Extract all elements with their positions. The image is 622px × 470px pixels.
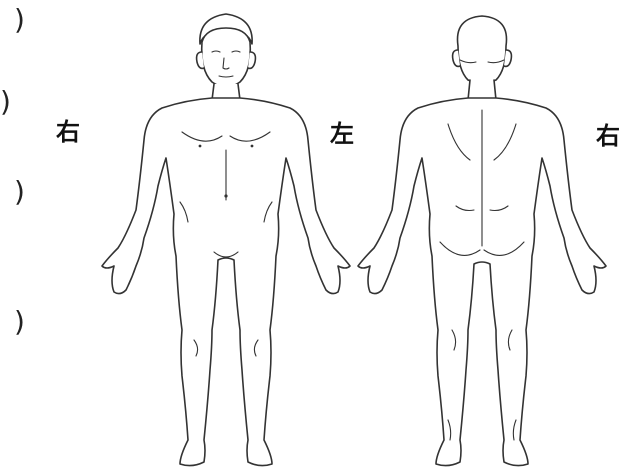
paren-4: ) [14,308,25,336]
label-right-front: 右 [56,120,80,144]
paren-2: ) [0,88,11,116]
back-body-figure [352,0,612,470]
front-body-figure [96,0,356,470]
back-head [458,16,507,83]
paren-1: ) [14,6,25,34]
paren-3: ) [14,178,25,206]
front-head [202,28,251,87]
back-neck [468,80,496,100]
